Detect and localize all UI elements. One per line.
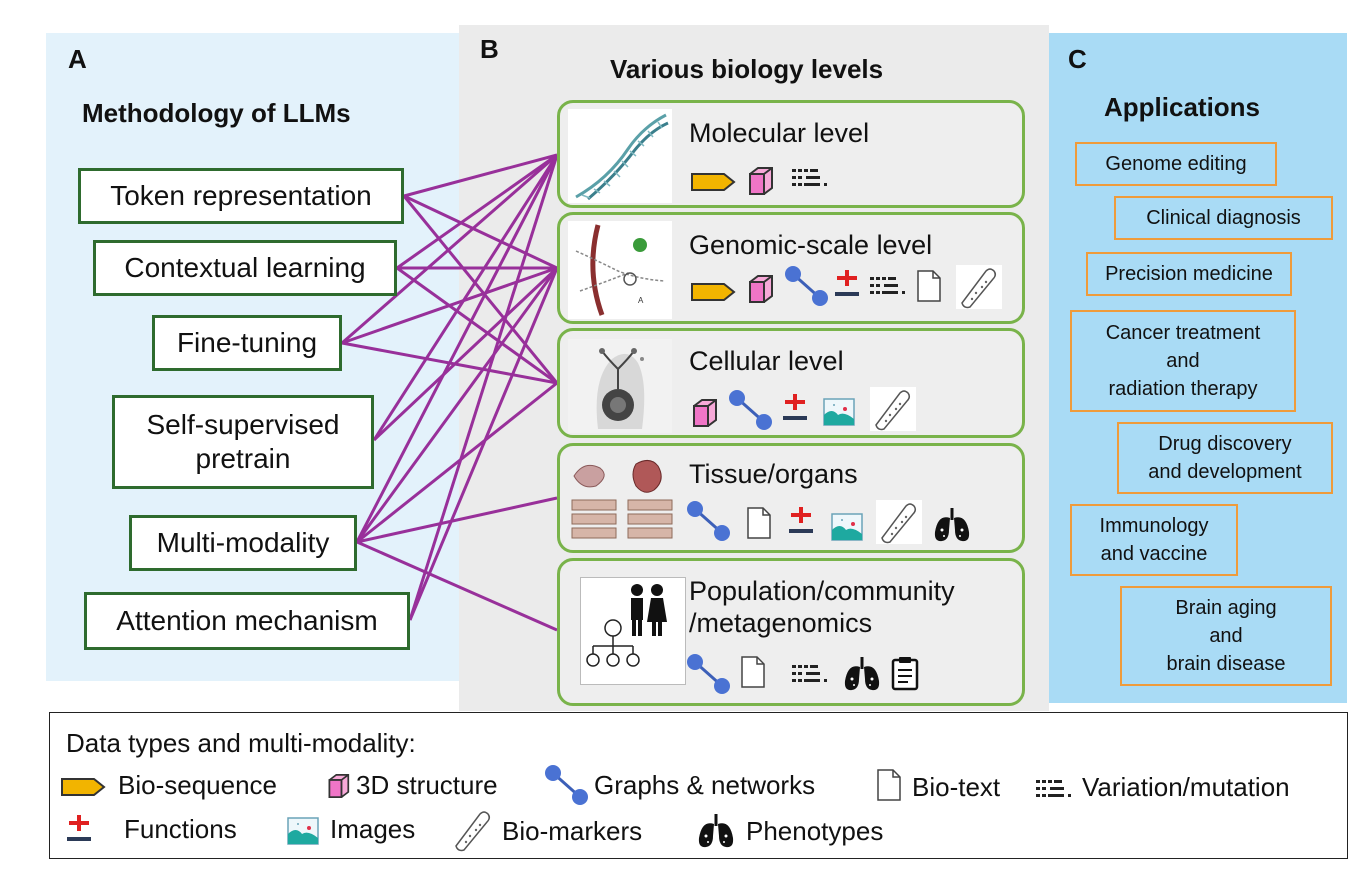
connector-line <box>372 154 559 441</box>
app-immunology-vaccine: Immunology and vaccine <box>1070 504 1238 576</box>
method-self-supervised-pretrain: Self-supervised pretrain <box>112 395 374 489</box>
functions-icon <box>786 504 816 538</box>
images-icon <box>286 816 320 846</box>
bio-sequence-icon <box>690 281 736 303</box>
panel-a-title: Methodology of LLMs <box>82 98 351 128</box>
level-population-community-label: Population/community /metagenomics <box>689 576 955 638</box>
connector-line <box>396 266 558 385</box>
images-icon <box>822 397 856 427</box>
bio-markers-icon <box>876 500 922 544</box>
connector-line <box>396 153 558 270</box>
level-molecular: Molecular level <box>557 100 1025 208</box>
bio-markers-icon <box>956 265 1002 309</box>
graphs-networks-icon <box>728 389 774 431</box>
images-icon <box>830 512 864 542</box>
bio-text-icon <box>916 269 942 303</box>
dna-helix-thumbnail <box>568 109 672 203</box>
method-fine-tuning: Fine-tuning <box>152 315 342 371</box>
level-population-community: Population/community /metagenomics <box>557 558 1025 706</box>
svg-text:A: A <box>638 296 644 305</box>
legend-box <box>49 712 1348 859</box>
legend-label-bio-sequence: Bio-sequence <box>118 770 277 800</box>
connector-line <box>408 267 559 621</box>
legend-label-images: Images <box>330 814 416 844</box>
panel-c-title: Applications <box>1104 92 1261 122</box>
method-multi-modality: Multi-modality <box>129 515 357 571</box>
method-attention-mechanism: Attention mechanism <box>84 592 410 650</box>
level-tissue-organs-label: Tissue/organs <box>689 459 858 489</box>
phenotypes-icon <box>696 812 736 850</box>
legend-label-3d-structure: 3D structure <box>356 770 498 800</box>
app-clinical-diagnosis: Clinical diagnosis <box>1114 196 1333 240</box>
app-drug-discovery: Drug discovery and development <box>1117 422 1333 494</box>
bio-text-icon <box>746 506 772 540</box>
connector-line <box>403 194 558 270</box>
bio-sequence-icon <box>690 171 736 193</box>
graphs-networks-icon <box>686 653 732 695</box>
bio-markers-icon <box>870 387 916 431</box>
graphs-networks-icon <box>544 764 590 806</box>
connector-line <box>355 154 559 543</box>
method-contextual-learning: Contextual learning <box>93 240 397 296</box>
clipboard-icon <box>890 655 920 691</box>
legend-label-variation-mutation: Variation/mutation <box>1082 772 1290 802</box>
bio-text-icon <box>740 655 766 689</box>
level-tissue-organs: Tissue/organs <box>557 443 1025 553</box>
panel-c-letter: C <box>1068 44 1087 74</box>
level-cellular-label: Cellular level <box>689 346 844 376</box>
app-precision-medicine: Precision medicine <box>1086 252 1292 296</box>
level-genomic-scale: A Genomic-scale level <box>557 212 1025 324</box>
connector-line <box>356 540 558 632</box>
connector-line <box>403 153 558 198</box>
functions-icon <box>64 812 94 846</box>
graphs-networks-icon <box>784 265 830 307</box>
3d-structure-icon <box>746 165 774 197</box>
panel-a-letter: A <box>68 44 87 74</box>
3d-structure-icon <box>690 397 718 429</box>
level-molecular-label: Molecular level <box>689 118 870 148</box>
functions-icon <box>832 267 862 301</box>
3d-structure-icon <box>326 772 350 800</box>
bio-text-icon <box>876 768 902 802</box>
legend-label-graphs-networks: Graphs & networks <box>594 770 816 800</box>
method-token-representation: Token representation <box>78 168 404 224</box>
3d-structure-icon <box>746 273 774 305</box>
graphs-networks-icon <box>686 500 732 542</box>
connector-line <box>402 195 559 384</box>
legend-label-bio-markers: Bio-markers <box>502 816 643 846</box>
connector-line <box>356 496 558 544</box>
cell-thumbnail <box>568 339 672 433</box>
bio-sequence-icon <box>60 776 106 798</box>
connector-line <box>355 267 559 543</box>
variation-mutation-icon <box>790 167 832 189</box>
bio-markers-icon <box>450 808 496 852</box>
functions-icon <box>780 391 810 425</box>
level-genomic-scale-label: Genomic-scale level <box>689 230 933 260</box>
genome-diagram-thumbnail: A <box>568 221 672 319</box>
variation-mutation-icon <box>868 275 910 297</box>
phenotypes-icon <box>842 655 882 693</box>
legend-label-bio-text: Bio-text <box>912 772 1001 802</box>
connector-line <box>408 154 559 621</box>
population-thumbnail <box>580 577 686 685</box>
legend-label-phenotypes: Phenotypes <box>746 816 884 846</box>
legend-label-functions: Functions <box>124 814 237 844</box>
legend-title: Data types and multi-modality: <box>66 728 416 758</box>
panel-b-title: Various biology levels <box>610 54 884 84</box>
variation-mutation-icon <box>790 663 832 685</box>
panel-b-letter: B <box>480 34 499 64</box>
app-genome-editing: Genome editing <box>1075 142 1277 186</box>
level-cellular: Cellular level <box>557 328 1025 438</box>
variation-mutation-icon <box>1034 778 1076 800</box>
connector-line <box>341 266 558 345</box>
phenotypes-icon <box>932 506 972 544</box>
connector-line <box>356 381 558 544</box>
connector-line <box>372 266 559 442</box>
tissue-thumbnail <box>570 456 674 546</box>
app-cancer-treatment: Cancer treatment and radiation therapy <box>1070 310 1296 412</box>
connector-line <box>341 153 558 345</box>
app-brain-aging: Brain aging and brain disease <box>1120 586 1332 686</box>
